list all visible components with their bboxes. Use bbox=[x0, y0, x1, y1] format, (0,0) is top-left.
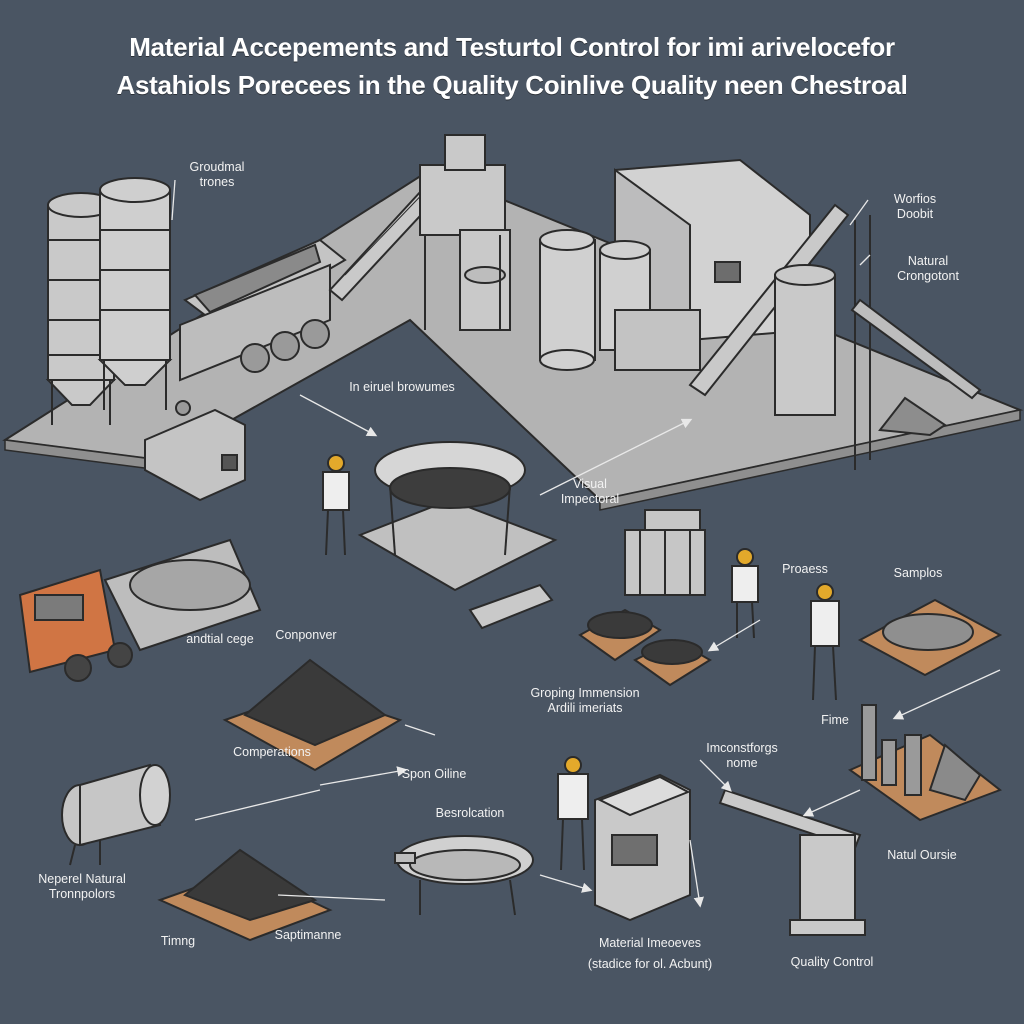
label-groping-immension: Groping Immension Ardili imeriats bbox=[530, 686, 640, 715]
label-spon-oiline: Spon Oiline bbox=[401, 767, 467, 781]
label-natual-oursie: Natul Oursie bbox=[887, 848, 957, 862]
silo-icon bbox=[97, 177, 173, 410]
label-truck-cage: andtial cege bbox=[186, 632, 254, 646]
press-icon bbox=[624, 509, 706, 596]
control-machine-icon bbox=[144, 400, 246, 502]
label-timng: Timng bbox=[160, 934, 196, 948]
label-natural-crongotont: Natural Crongotont bbox=[897, 254, 959, 283]
worker-icon bbox=[731, 548, 759, 639]
testing-machine-icon bbox=[594, 773, 691, 922]
worker-icon bbox=[322, 454, 350, 556]
coal-tray-icon bbox=[578, 608, 712, 687]
label-samplos: Samplos bbox=[893, 566, 943, 580]
flow-arrows bbox=[171, 179, 1001, 908]
label-in-eiruel-browumes: In eiruel browumes bbox=[349, 380, 455, 394]
label-imconstforgs: Imconstforgs nome bbox=[706, 741, 778, 770]
title-line-2: Astahiols Porecees in the Quality Coinli… bbox=[116, 70, 908, 100]
conveyor-icon bbox=[688, 203, 982, 470]
press-icon bbox=[718, 788, 866, 936]
label-saptimanne: Saptimanne bbox=[274, 928, 342, 942]
label-besrolcation: Besrolcation bbox=[435, 806, 505, 820]
label-visual-impectoral: Visual Impectoral bbox=[560, 477, 620, 506]
orange-truck-icon bbox=[18, 538, 262, 682]
sample-tray-icon bbox=[857, 598, 1003, 677]
label-compositions: Comperations bbox=[233, 745, 311, 759]
label-worfios-doobit: Worfios Doobit bbox=[893, 192, 937, 221]
diagram-title: Material Accepements and Testurtol Contr… bbox=[0, 28, 1024, 104]
label-fime: Fime bbox=[821, 713, 849, 727]
label-material-imeoeves: Material Imeoeves (stadice for ol. Acbun… bbox=[587, 936, 713, 971]
label-groundal-trones: Groudmal trones bbox=[189, 160, 245, 189]
label-quality-control: Quality Control bbox=[790, 955, 874, 969]
sieve-icon bbox=[394, 835, 534, 916]
coal-pile-icon bbox=[157, 848, 333, 942]
worker-icon bbox=[557, 756, 589, 871]
coal-pile-icon bbox=[222, 658, 403, 772]
worker-icon bbox=[810, 583, 840, 701]
title-line-1: Material Accepements and Testurtol Contr… bbox=[129, 32, 895, 62]
conveyor-icon bbox=[328, 134, 511, 331]
label-natural-tronpolors: Neperel Natural Tronnpolors bbox=[38, 872, 126, 901]
label-process: Proaess bbox=[782, 562, 828, 576]
drum-icon bbox=[61, 763, 171, 866]
label-conponver: Conponver bbox=[275, 628, 337, 642]
sieve-icon bbox=[357, 441, 558, 630]
sample-cylinders-icon bbox=[847, 704, 1003, 822]
tank-icon bbox=[539, 229, 701, 371]
dump-truck-icon bbox=[179, 238, 347, 382]
